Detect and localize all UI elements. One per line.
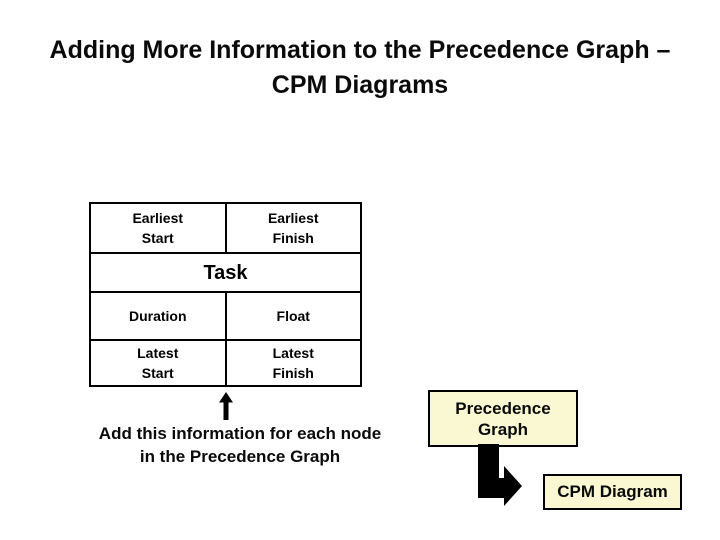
up-arrow-icon <box>219 392 233 420</box>
cell-latest-start: Latest Start <box>137 345 179 381</box>
cell-duration: Duration <box>128 308 187 324</box>
table-row-duration-float: Duration Float <box>91 291 360 339</box>
cpm-node-template-table: Earliest Start Earliest Finish Task Dura… <box>89 202 362 387</box>
cell-earliest-start: Earliest Start <box>132 210 184 246</box>
cell-float: Float <box>224 293 361 339</box>
bent-down-right-arrow-icon <box>478 444 522 506</box>
slide-title-line1: Adding More Information to the Precedenc… <box>49 36 671 64</box>
table-row-latest: Latest Start Latest Finish <box>91 339 360 385</box>
cell-earliest-finish: Earliest Finish <box>224 204 361 252</box>
slide-title: Adding More Information to the Precedenc… <box>0 33 720 103</box>
table-row-task: Task <box>91 252 360 291</box>
slide-title-line2: CPM Diagrams <box>271 71 449 99</box>
cpm-diagram-box: CPM Diagram <box>543 474 682 510</box>
precedence-graph-box: Precedence Graph <box>428 390 578 447</box>
caption: Add this information for each node in th… <box>60 422 420 468</box>
caption-line2: in the Precedence Graph <box>139 447 341 466</box>
cell-task: Task <box>203 261 248 284</box>
table-row-earliest: Earliest Start Earliest Finish <box>91 204 360 252</box>
caption-line1: Add this information for each node <box>98 424 382 443</box>
cell-latest-finish: Latest Finish <box>224 341 361 385</box>
